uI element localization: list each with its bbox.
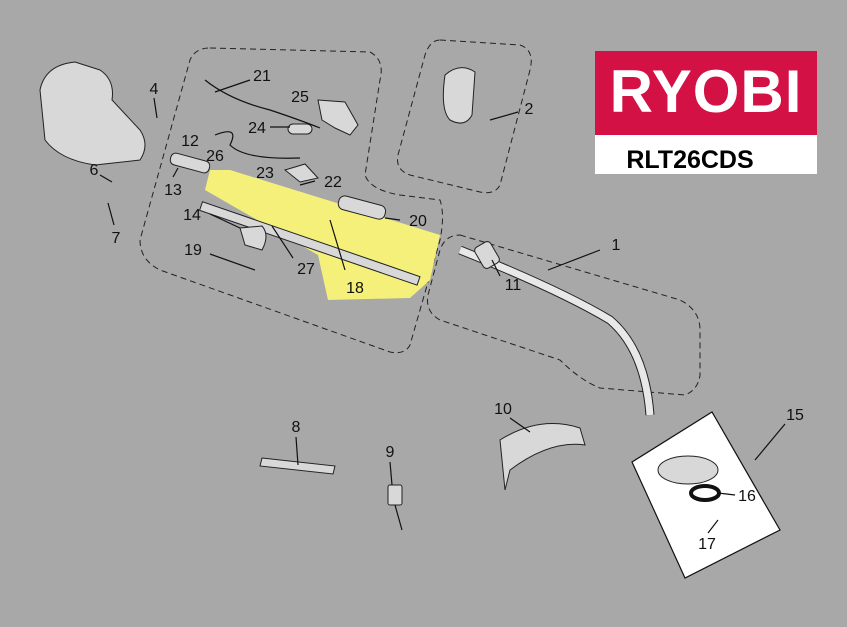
callout-10: 10: [494, 401, 512, 418]
trimmer-head-box: [631, 411, 781, 579]
callout-26: 26: [206, 148, 224, 165]
wrench-part-8: [259, 457, 336, 475]
callout-27: 27: [297, 261, 315, 278]
callout-22: 22: [324, 174, 342, 191]
callout-21: 21: [253, 68, 271, 85]
drive-shaft-part-18: [198, 201, 421, 286]
guard-part-10: [499, 423, 586, 491]
callout-8: 8: [292, 419, 301, 436]
callout-1: 1: [612, 237, 621, 254]
shield-part-2: [442, 67, 476, 124]
callout-7: 7: [112, 230, 121, 247]
callout-16: 16: [738, 488, 756, 505]
callout-11: 11: [505, 277, 522, 294]
grip-part-20: [337, 195, 387, 220]
brand-name: RYOBI: [609, 58, 803, 125]
spark-plug-wrench-part-9: [387, 484, 403, 506]
callout-25: 25: [291, 89, 309, 106]
shield-group-outline: [397, 39, 532, 194]
upper-shaft-group-outline: [139, 47, 443, 354]
grip-part-24: [287, 123, 313, 135]
callout-12: 12: [181, 133, 199, 150]
trigger-part-14: [239, 225, 267, 251]
callout-15: 15: [786, 407, 804, 424]
cable-part-12: [214, 131, 301, 159]
ryobi-logo: RYOBI RLT26CDS: [595, 51, 817, 174]
callout-2: 2: [525, 101, 534, 118]
callout-17: 17: [698, 536, 716, 553]
leader-lines: [99, 79, 786, 534]
grip-part-13: [169, 152, 211, 174]
callout-24: 24: [248, 120, 266, 137]
throttle-part-23: [283, 163, 319, 183]
callout-4: 4: [150, 81, 159, 98]
bracket-part-25: [317, 99, 359, 136]
callout-20: 20: [409, 213, 427, 230]
callout-13: 13: [164, 182, 182, 199]
callout-18: 18: [346, 280, 364, 297]
callout-6: 6: [90, 162, 99, 179]
lower-shaft-group-outline: [427, 234, 701, 396]
callout-14: 14: [183, 207, 201, 224]
logo-banner: RYOBI: [595, 51, 817, 135]
trimmer-head-part: [657, 455, 719, 485]
callout-9: 9: [386, 444, 395, 461]
model-number: RLT26CDS: [626, 146, 754, 174]
engine-part: [39, 61, 146, 166]
callout-19: 19: [184, 242, 202, 259]
callout-23: 23: [256, 165, 274, 182]
